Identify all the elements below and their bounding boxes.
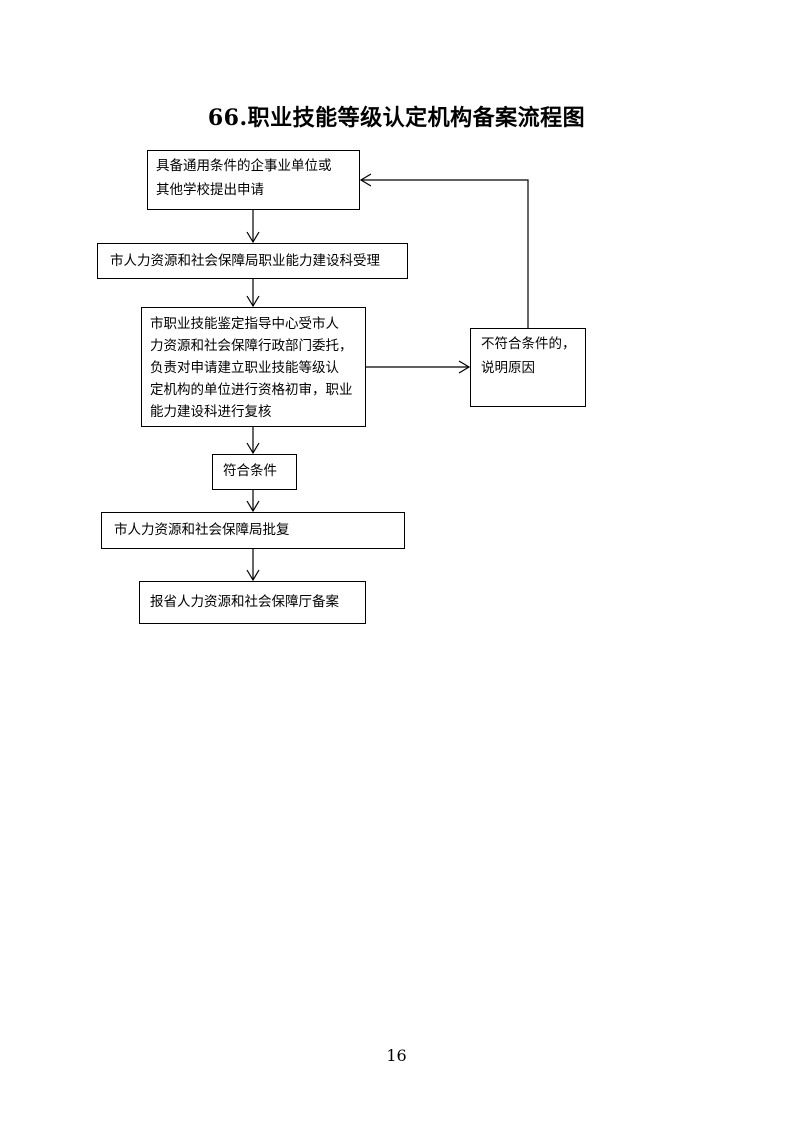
arrow-reject-to-apply bbox=[361, 179, 529, 328]
node-accept: 市人力资源和社会保障局职业能力建设科受理 bbox=[97, 243, 408, 279]
node-file: 报省人力资源和社会保障厅备案 bbox=[139, 581, 366, 624]
node-qualified-line-1: 符合条件 bbox=[223, 463, 277, 479]
node-approve: 市人力资源和社会保障局批复 bbox=[101, 512, 405, 549]
node-review-line-5: 能力建设科进行复核 bbox=[150, 404, 272, 420]
node-reject-line-2: 说明原因 bbox=[481, 360, 535, 376]
node-review-line-2: 力资源和社会保障行政部门委托， bbox=[150, 338, 353, 354]
node-review-line-3: 负责对申请建立职业技能等级认 bbox=[150, 360, 339, 376]
node-reject: 不符合条件的， 说明原因 bbox=[470, 328, 586, 407]
node-apply-line-1: 具备通用条件的企事业单位或 bbox=[156, 158, 332, 174]
node-apply-line-2: 其他学校提出申请 bbox=[156, 182, 264, 198]
node-qualified: 符合条件 bbox=[212, 454, 297, 490]
node-apply: 具备通用条件的企事业单位或 其他学校提出申请 bbox=[147, 150, 360, 210]
node-accept-line-1: 市人力资源和社会保障局职业能力建设科受理 bbox=[110, 253, 380, 269]
node-approve-line-1: 市人力资源和社会保障局批复 bbox=[114, 522, 290, 538]
node-file-line-1: 报省人力资源和社会保障厅备案 bbox=[150, 594, 339, 610]
node-reject-line-1: 不符合条件的， bbox=[481, 336, 576, 352]
node-review-line-1: 市职业技能鉴定指导中心受市人 bbox=[150, 316, 339, 332]
node-review-line-4: 定机构的单位进行资格初审，职业 bbox=[150, 382, 353, 398]
page-title: 66.职业技能等级认定机构备案流程图 bbox=[207, 105, 586, 131]
node-review: 市职业技能鉴定指导中心受市人 力资源和社会保障行政部门委托， 负责对申请建立职业… bbox=[141, 307, 366, 427]
page-number: 16 bbox=[386, 1046, 407, 1065]
